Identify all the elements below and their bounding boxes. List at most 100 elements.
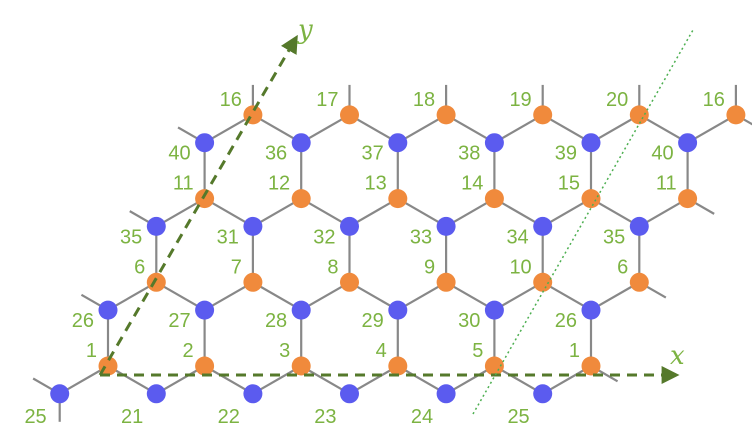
site-label-blue: 31: [217, 226, 239, 248]
site-label-blue: 36: [265, 143, 287, 165]
site-label-blue: 32: [313, 226, 335, 248]
site-label-orange: 2: [182, 340, 193, 362]
site-blue: [436, 216, 456, 236]
site-label-orange: 8: [327, 256, 338, 278]
site-orange: [388, 356, 408, 376]
site-blue: [533, 384, 553, 404]
site-label-orange: 16: [220, 89, 242, 111]
site-orange: [436, 105, 456, 125]
site-orange: [195, 356, 215, 376]
site-label-blue: 26: [555, 310, 577, 332]
y-axis-label: y: [297, 15, 313, 45]
site-orange: [629, 272, 649, 292]
site-label-orange: 11: [656, 173, 677, 195]
site-blue: [195, 133, 215, 153]
site-label-orange: 5: [472, 340, 483, 362]
site-label-orange: 12: [268, 173, 290, 195]
site-label-orange: 1: [86, 340, 97, 362]
site-blue: [50, 384, 70, 404]
site-blue: [291, 300, 311, 320]
site-orange: [291, 356, 311, 376]
site-label-blue: 37: [362, 143, 384, 165]
site-orange: [436, 272, 456, 292]
site-orange: [581, 189, 601, 209]
site-label-orange: 20: [606, 89, 628, 111]
y-axis-arrow: [98, 34, 298, 376]
site-blue: [678, 133, 698, 153]
site-orange: [291, 189, 311, 209]
site-label-blue: 24: [411, 406, 433, 428]
site-orange: [533, 105, 553, 125]
site-label-orange: 18: [413, 89, 435, 111]
site-label-blue: 40: [168, 143, 190, 165]
labels-layer: 2512122232342452512662772882993010266351…: [24, 89, 724, 428]
site-label-orange: 13: [365, 173, 387, 195]
site-label-orange: 19: [509, 89, 531, 111]
site-blue: [98, 300, 118, 320]
site-label-orange: 14: [461, 173, 483, 195]
site-orange: [195, 189, 215, 209]
site-label-orange: 15: [558, 173, 580, 195]
site-blue: [629, 216, 649, 236]
x-axis-label: x: [670, 341, 685, 371]
axes-layer: x y: [98, 15, 694, 415]
site-blue: [484, 133, 504, 153]
site-orange: [146, 272, 166, 292]
site-orange: [726, 105, 746, 125]
site-label-blue: 39: [555, 143, 577, 165]
site-label-blue: 33: [410, 226, 432, 248]
site-label-orange: 1: [569, 340, 580, 362]
site-label-blue: 38: [458, 143, 480, 165]
site-blue: [291, 133, 311, 153]
site-label-blue: 27: [168, 310, 190, 332]
site-blue: [388, 300, 408, 320]
site-label-orange: 17: [316, 89, 338, 111]
site-label-orange: 9: [424, 256, 435, 278]
site-blue: [195, 300, 215, 320]
site-label-blue: 35: [120, 226, 142, 248]
site-blue: [146, 216, 166, 236]
site-label-blue: 29: [362, 310, 384, 332]
site-orange: [581, 356, 601, 376]
site-blue: [243, 216, 263, 236]
site-label-orange: 6: [134, 256, 145, 278]
site-blue: [388, 133, 408, 153]
site-orange: [484, 356, 504, 376]
site-label-orange: 4: [376, 340, 387, 362]
site-label-blue: 23: [314, 406, 336, 428]
site-orange: [678, 189, 698, 209]
site-label-orange: 6: [617, 256, 628, 278]
site-label-orange: 11: [173, 173, 194, 195]
site-label-blue: 21: [121, 406, 143, 428]
site-label-blue: 40: [651, 143, 673, 165]
site-label-blue: 28: [265, 310, 287, 332]
site-orange: [388, 189, 408, 209]
boundary-dotted-line: [472, 29, 694, 415]
site-label-orange: 10: [509, 256, 531, 278]
site-label-blue: 22: [218, 406, 240, 428]
site-orange: [533, 272, 553, 292]
site-label-orange: 7: [231, 256, 242, 278]
site-label-orange: 3: [279, 340, 290, 362]
site-blue: [581, 133, 601, 153]
site-orange: [484, 189, 504, 209]
site-label-blue: 30: [458, 310, 480, 332]
site-orange: [340, 105, 359, 125]
site-label-blue: 26: [72, 310, 94, 332]
site-blue: [436, 384, 456, 404]
site-orange: [629, 105, 649, 125]
site-blue: [340, 216, 359, 236]
site-label-orange: 16: [703, 89, 725, 111]
site-blue: [533, 216, 553, 236]
site-blue: [146, 384, 166, 404]
site-blue: [484, 300, 504, 320]
sites-layer: [50, 105, 746, 404]
site-label-blue: 35: [603, 226, 625, 248]
site-label-blue: 25: [24, 406, 46, 428]
site-orange: [340, 272, 359, 292]
site-label-blue: 25: [507, 406, 529, 428]
site-blue: [243, 384, 263, 404]
site-orange: [243, 272, 263, 292]
site-blue: [581, 300, 601, 320]
